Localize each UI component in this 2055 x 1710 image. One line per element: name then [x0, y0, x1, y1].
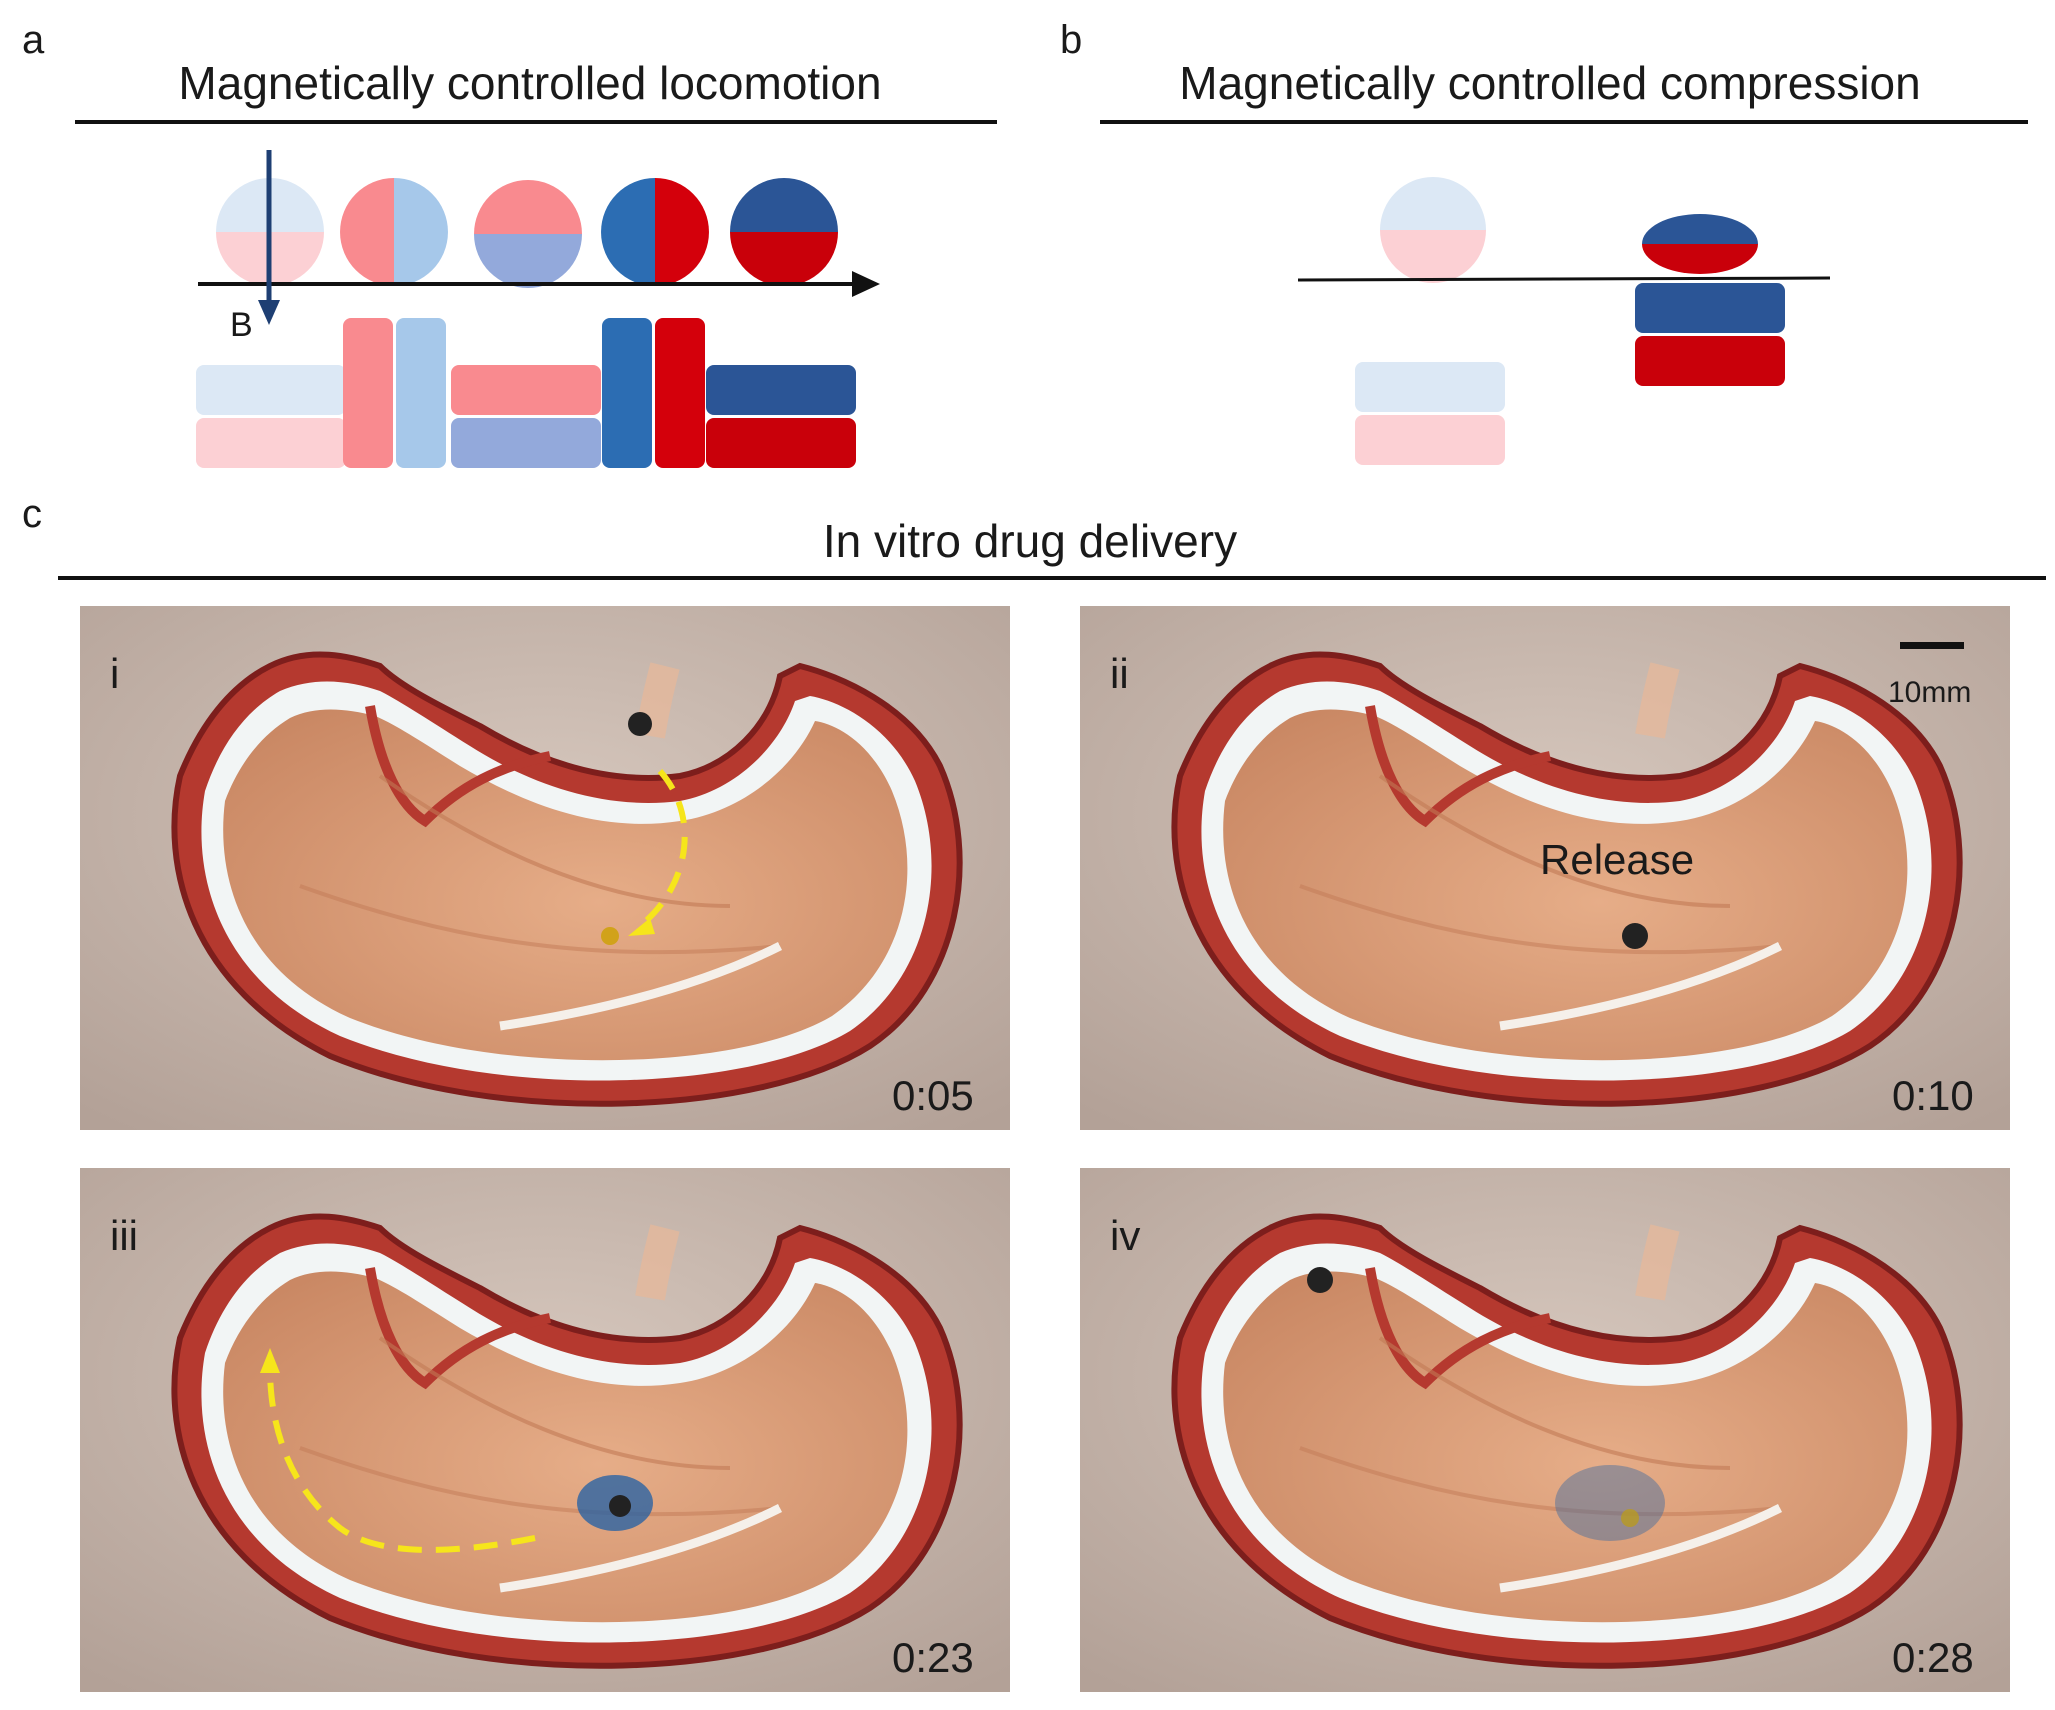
robot-overlay	[1622, 642, 1964, 949]
panel-a-title-rule	[75, 120, 997, 124]
photo-timestamp-ii: 0:10	[1892, 1072, 1974, 1119]
robot-marker	[1307, 1267, 1333, 1293]
photo-timestamp-i: 0:05	[892, 1072, 974, 1119]
photo-timestamp-iii: 0:23	[892, 1634, 974, 1681]
release-annotation: Release	[1540, 836, 1695, 883]
stomach-model-image	[80, 606, 1010, 1130]
magnetic-field-label: B	[230, 306, 253, 344]
robot-marker	[609, 1495, 631, 1517]
compression-sphere-after	[1642, 214, 1758, 274]
stomach-model-image	[80, 1168, 1010, 1692]
photo-ii: ii Release 10mm 0:10	[1080, 606, 2010, 1130]
robot-path-overlay	[601, 712, 688, 945]
photo-label-iii: iii	[110, 1212, 138, 1259]
sphere-state-5	[730, 178, 838, 286]
drug-stain	[1555, 1465, 1665, 1541]
robot-marker	[1622, 923, 1648, 949]
locomotion-path-arrowhead	[628, 918, 655, 936]
scale-bar-label: 10mm	[1888, 676, 1972, 709]
photo-i: i 0:05	[80, 606, 1010, 1130]
panel-letter-b: b	[1060, 18, 1083, 62]
robot-marker	[628, 712, 652, 736]
return-path-arrowhead	[260, 1348, 280, 1373]
compression-surface-line	[1297, 276, 1831, 282]
block-state-5	[706, 365, 856, 468]
locomotion-path-arrow	[638, 769, 688, 929]
sphere-state-4	[601, 178, 709, 286]
locomotion-axis-arrowhead	[852, 271, 880, 297]
compression-block-before	[1355, 362, 1505, 465]
robot-overlay	[1307, 1267, 1665, 1541]
panel-letter-c: c	[22, 492, 42, 536]
compression-sphere-before	[1380, 177, 1486, 283]
panel-b-title-rule	[1100, 120, 2028, 124]
robot-path-overlay	[260, 1348, 653, 1553]
scale-bar	[1900, 642, 1964, 649]
block-state-4	[602, 318, 705, 468]
stomach-model-image	[1080, 1168, 2010, 1692]
photo-label-i: i	[110, 650, 120, 697]
panel-b-title: Magnetically controlled compression	[1179, 57, 1921, 109]
panel-letter-a: a	[22, 18, 45, 62]
released-drug-residue	[1621, 1509, 1639, 1527]
photo-iv: iv 0:28	[1080, 1168, 2010, 1692]
panel-c-title: In vitro drug delivery	[822, 515, 1238, 567]
panel-c-title-rule	[58, 576, 2046, 580]
photo-label-ii: ii	[1110, 650, 1129, 697]
photo-iii: iii 0:23	[80, 1168, 1010, 1692]
sphere-state-3	[474, 180, 582, 288]
block-state-3	[451, 365, 601, 468]
block-state-1	[196, 365, 346, 468]
stomach-model-image	[1080, 606, 2010, 1130]
return-path-arrow	[267, 1367, 536, 1553]
target-site-marker	[601, 927, 619, 945]
photo-label-iv: iv	[1110, 1212, 1141, 1259]
photo-timestamp-iv: 0:28	[1892, 1634, 1974, 1681]
compression-block-after	[1635, 283, 1785, 386]
block-state-2	[343, 318, 446, 468]
magnetic-field-arrowhead	[258, 300, 280, 325]
sphere-state-2	[340, 178, 448, 286]
panel-a-title: Magnetically controlled locomotion	[178, 57, 882, 109]
